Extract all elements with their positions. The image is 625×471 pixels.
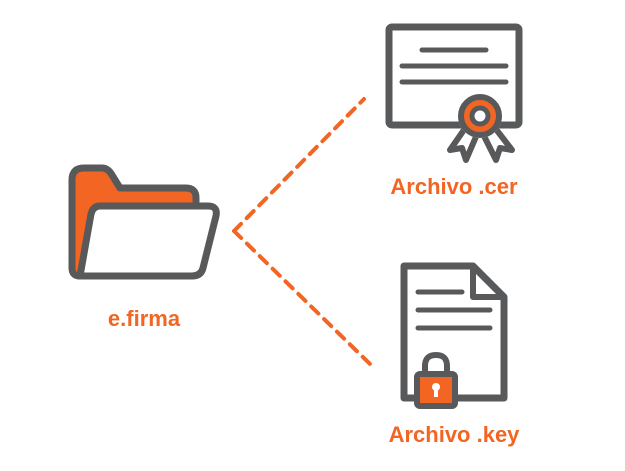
seal-icon: [458, 94, 502, 138]
connectors: [232, 97, 372, 366]
folder-front-panel: [76, 202, 220, 280]
connector-folder-to-certificate: [232, 97, 366, 233]
padlock-shackle: [422, 351, 450, 378]
key-file-label: Archivo .key: [388, 422, 520, 447]
folder-label: e.firma: [107, 306, 181, 331]
folder-icon: [68, 164, 220, 280]
padlock-icon: [414, 351, 458, 409]
certificate-file-label: Archivo .cer: [390, 174, 518, 199]
locked-document-icon: [400, 262, 508, 409]
certificate-icon: [385, 23, 523, 163]
connector-folder-to-key: [232, 229, 372, 366]
document-fold: [470, 266, 504, 300]
